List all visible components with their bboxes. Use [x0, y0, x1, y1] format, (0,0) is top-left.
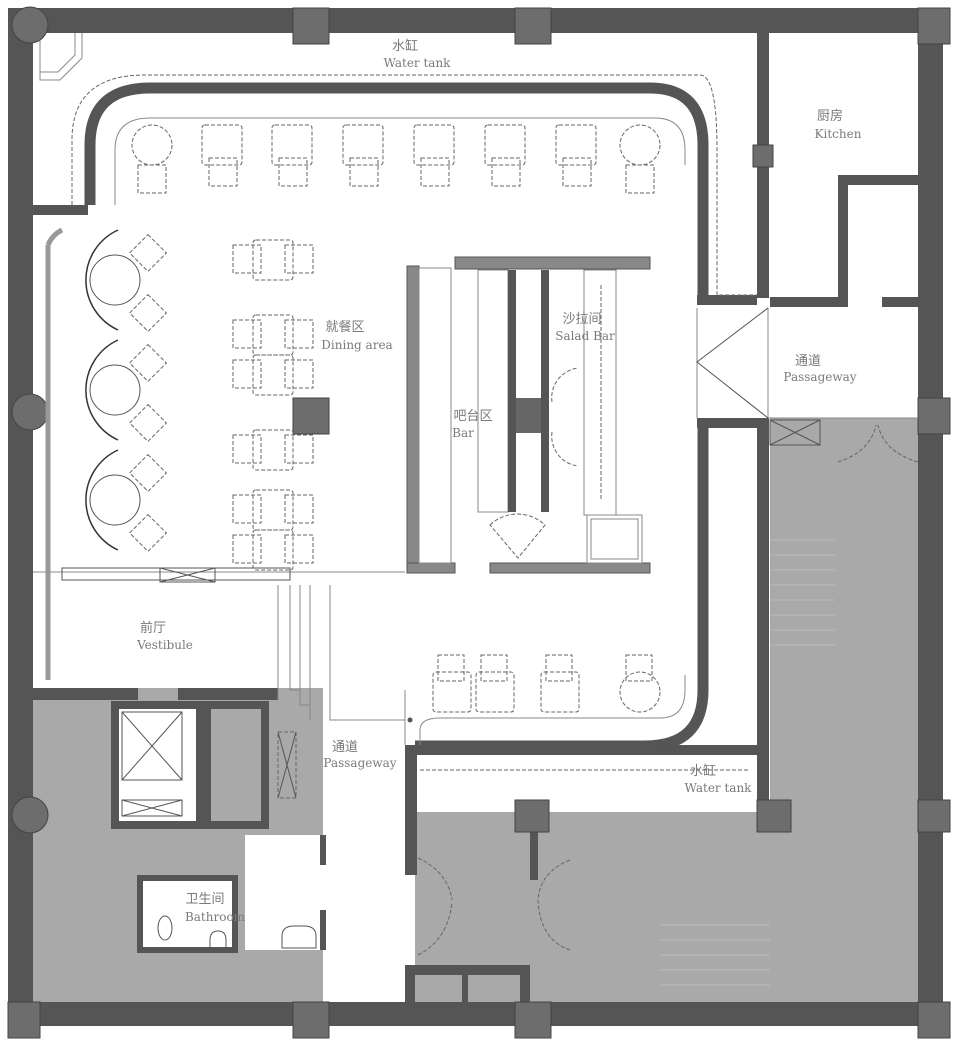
- chair: [349, 157, 379, 187]
- table: [252, 529, 294, 571]
- chair: [128, 293, 168, 333]
- columns: [7, 6, 951, 1039]
- label-water-tank-top-en: Water tank: [384, 56, 452, 70]
- chair: [232, 244, 262, 274]
- chair: [128, 233, 168, 273]
- chair: [128, 343, 168, 383]
- chair: [480, 654, 508, 682]
- chair: [232, 359, 262, 389]
- label-water-tank-bottom-zh: 水缸: [690, 763, 716, 779]
- table: [252, 239, 294, 281]
- label-bar-en: Bar: [452, 426, 474, 440]
- room-labels: 水缸 Water tank 厨房 Kitchen 就餐区 Dining area…: [136, 38, 862, 924]
- chair: [284, 494, 314, 524]
- right-passage: [696, 307, 919, 463]
- table: [342, 124, 384, 166]
- chair: [562, 157, 592, 187]
- table: [484, 124, 526, 166]
- table: [540, 671, 580, 713]
- label-bathroom-en: Bathroom: [185, 910, 246, 924]
- table: [252, 489, 294, 531]
- vestibule-lines: [33, 227, 413, 745]
- label-salad-bar-en: Salad Bar: [555, 329, 615, 343]
- chair: [128, 403, 168, 443]
- booth-sofa: [85, 339, 119, 441]
- furniture: [85, 124, 661, 713]
- chair: [437, 654, 465, 682]
- shaft-room: [203, 701, 269, 829]
- sink-icon: [281, 925, 317, 949]
- chair: [232, 434, 262, 464]
- label-dining-area-zh: 就餐区: [325, 319, 364, 335]
- inner-curved-wall: [84, 82, 709, 298]
- table: [555, 124, 597, 166]
- bar-counter: [406, 256, 651, 574]
- chair: [232, 494, 262, 524]
- round-table: [89, 254, 141, 306]
- label-passageway-center-en: Passageway: [323, 756, 396, 770]
- table: [201, 124, 243, 166]
- round-table: [89, 474, 141, 526]
- toilet-icon: [157, 915, 173, 941]
- inner-rooms: [111, 701, 410, 1002]
- chair: [420, 157, 450, 187]
- label-passageway-right-en: Passageway: [783, 370, 856, 384]
- label-water-tank-top-zh: 水缸: [392, 38, 418, 54]
- basin-icon: [209, 930, 227, 949]
- label-dining-area-en: Dining area: [321, 338, 392, 352]
- elevator-shaft: [111, 701, 204, 829]
- chair: [232, 319, 262, 349]
- stairs: [660, 539, 835, 986]
- bathroom-room: [137, 875, 238, 953]
- label-vestibule-zh: 前厅: [140, 620, 166, 636]
- label-water-tank-bottom-en: Water tank: [685, 781, 753, 795]
- label-vestibule-en: Vestibule: [136, 638, 193, 652]
- label-bathroom-zh: 卫生间: [185, 892, 224, 907]
- lower-corridor: [325, 800, 410, 1002]
- table: [252, 354, 294, 396]
- table: [413, 124, 455, 166]
- chair: [208, 157, 238, 187]
- label-passageway-right-zh: 通道: [795, 354, 821, 369]
- shelf: [277, 731, 297, 799]
- inner-curved-wall-lower: [415, 425, 709, 752]
- round-table: [619, 671, 661, 713]
- chair: [128, 453, 168, 493]
- chair: [491, 157, 521, 187]
- table: [252, 429, 294, 471]
- table: [271, 124, 313, 166]
- table: [432, 671, 472, 713]
- round-table: [619, 124, 661, 166]
- bathroom-corridor: [245, 835, 325, 950]
- round-table: [131, 124, 173, 166]
- chair: [284, 359, 314, 389]
- chair: [284, 244, 314, 274]
- round-table: [89, 364, 141, 416]
- label-kitchen-en: Kitchen: [815, 127, 862, 141]
- chair: [128, 513, 168, 553]
- booth-sofa: [85, 229, 119, 331]
- booth-sofa: [85, 449, 119, 551]
- chair: [284, 319, 314, 349]
- chair: [545, 654, 573, 682]
- chair: [278, 157, 308, 187]
- chair: [232, 534, 262, 564]
- label-passageway-center-zh: 通道: [332, 740, 358, 755]
- chair: [284, 534, 314, 564]
- chair: [137, 164, 167, 194]
- label-bar-zh: 吧台区: [453, 409, 492, 424]
- table: [475, 671, 515, 713]
- chair: [284, 434, 314, 464]
- chair: [625, 654, 653, 682]
- label-salad-bar-zh: 沙拉间: [562, 312, 601, 327]
- chair: [625, 164, 655, 194]
- label-kitchen-zh: 厨房: [817, 108, 843, 124]
- table: [252, 314, 294, 356]
